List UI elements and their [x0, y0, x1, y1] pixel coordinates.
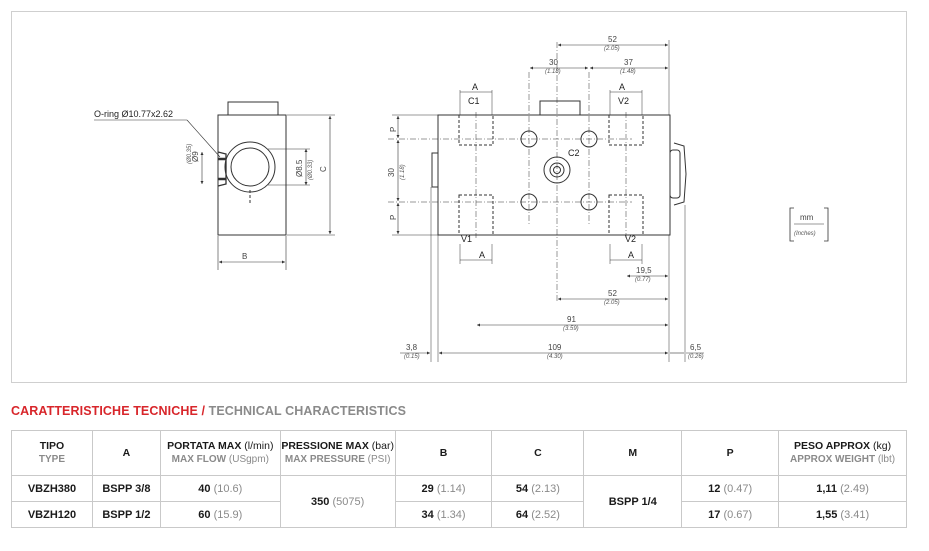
d91-in-label: (3.59)	[563, 326, 579, 332]
d3-8-label: 3,8	[406, 343, 418, 352]
cell-type: VBZH380	[11, 475, 93, 502]
units-legend	[789, 207, 829, 242]
port-v2-bottom-label: V2	[625, 234, 636, 244]
port-c2-label: C2	[568, 148, 580, 158]
cell-weight: 1,11 (2.49)	[778, 475, 907, 502]
cell-type: VBZH120	[11, 501, 93, 528]
port-a-bottom-label: A	[479, 250, 485, 260]
d52-top-label: 52	[608, 35, 617, 44]
d9-in-label: (Ø0.35)	[187, 144, 193, 164]
cell-c: 64 (2.52)	[491, 501, 585, 528]
cell-flow: 40 (10.6)	[159, 475, 281, 502]
section-title: CARATTERISTICHE TECNICHE / TECHNICAL CHA…	[11, 404, 406, 418]
front-view	[388, 40, 704, 362]
cell-pressure: 350 (5075)	[279, 475, 396, 528]
port-a-top-label: A	[472, 82, 478, 92]
d85-label: Ø8.5	[295, 159, 304, 177]
d30v-in-label: (1.18)	[400, 164, 406, 180]
cell-a: BSPP 3/8	[91, 475, 161, 502]
cell-b: 34 (1.34)	[394, 501, 493, 528]
d9-label: Ø9	[191, 151, 200, 162]
cell-b: 29 (1.14)	[394, 475, 493, 502]
d6-5-label: 6,5	[690, 343, 702, 352]
d37-label: 37	[624, 58, 633, 67]
p-bottom-label: P	[389, 215, 398, 220]
cell-m: BSPP 1/4	[583, 475, 683, 528]
oring-label: O-ring Ø10.77x2.62	[94, 109, 173, 119]
header-b: B	[394, 430, 493, 476]
section-title-en: TECHNICAL CHARACTERISTICS	[208, 404, 407, 418]
units-mm: mm	[800, 213, 814, 222]
cell-a: BSPP 1/2	[91, 501, 161, 528]
side-view	[94, 101, 335, 270]
d109-in-label: (4.30)	[547, 354, 563, 360]
technical-drawing: O-ring Ø10.77x2.62 B C Ø9 (Ø0.35) Ø8.5 (…	[11, 11, 907, 383]
header-p: P	[681, 430, 780, 476]
cell-c: 54 (2.13)	[491, 475, 585, 502]
d30v-label: 30	[387, 168, 396, 177]
c-dim-label: C	[319, 166, 328, 172]
d52-bottom-in-label: (2.05)	[604, 300, 620, 306]
d30-in-label: (1.18)	[545, 69, 561, 75]
header-c: C	[491, 430, 585, 476]
d52-bottom-label: 52	[608, 289, 617, 298]
cell-flow: 60 (15.9)	[159, 501, 281, 528]
drawing-svg: O-ring Ø10.77x2.62 B C Ø9 (Ø0.35) Ø8.5 (…	[94, 35, 829, 362]
d37-in-label: (1.48)	[620, 69, 636, 75]
d19-5-in-label: (0.77)	[635, 277, 651, 283]
section-title-it: CARATTERISTICHE TECNICHE	[11, 404, 198, 418]
units-inches: (Inches)	[794, 231, 816, 237]
d30-label: 30	[549, 58, 558, 67]
d85-in-label: (Ø0.33)	[308, 160, 314, 180]
cell-p: 12 (0.47)	[681, 475, 780, 502]
port-a-bottom-right-label: A	[628, 250, 634, 260]
cell-p: 17 (0.67)	[681, 501, 780, 528]
port-v2-top-label: V2	[618, 96, 629, 106]
d6-5-in-label: (0.26)	[688, 354, 704, 360]
d109-label: 109	[548, 343, 562, 352]
table-row: VBZH120 BSPP 1/2 60 (15.9) 34 (1.34) 64 …	[11, 501, 907, 528]
header-flow: PORTATA MAX (l/min)MAX FLOW (USgpm)	[159, 430, 281, 476]
d3-8-in-label: (0.15)	[404, 354, 420, 360]
cell-weight: 1,55 (3.41)	[778, 501, 907, 528]
d19-5-label: 19,5	[636, 266, 652, 275]
d91-label: 91	[567, 315, 576, 324]
header-a: A	[91, 430, 161, 476]
header-pressure: PRESSIONE MAX (bar)MAX PRESSURE (PSI)	[279, 430, 396, 476]
port-v1-label: V1	[461, 234, 472, 244]
header-weight: PESO APPROX (kg)APPROX WEIGHT (lbt)	[778, 430, 907, 476]
p-top-label: P	[389, 127, 398, 132]
b-dim-label: B	[242, 252, 247, 261]
table-row: VBZH380 BSPP 3/8 40 (10.6) 350 (5075) 29…	[11, 475, 907, 528]
section-title-slash: /	[197, 404, 209, 418]
port-a-top-right-label: A	[619, 82, 625, 92]
header-m: M	[583, 430, 683, 476]
d52-top-in-label: (2.05)	[604, 46, 620, 52]
port-c1-label: C1	[468, 96, 480, 106]
